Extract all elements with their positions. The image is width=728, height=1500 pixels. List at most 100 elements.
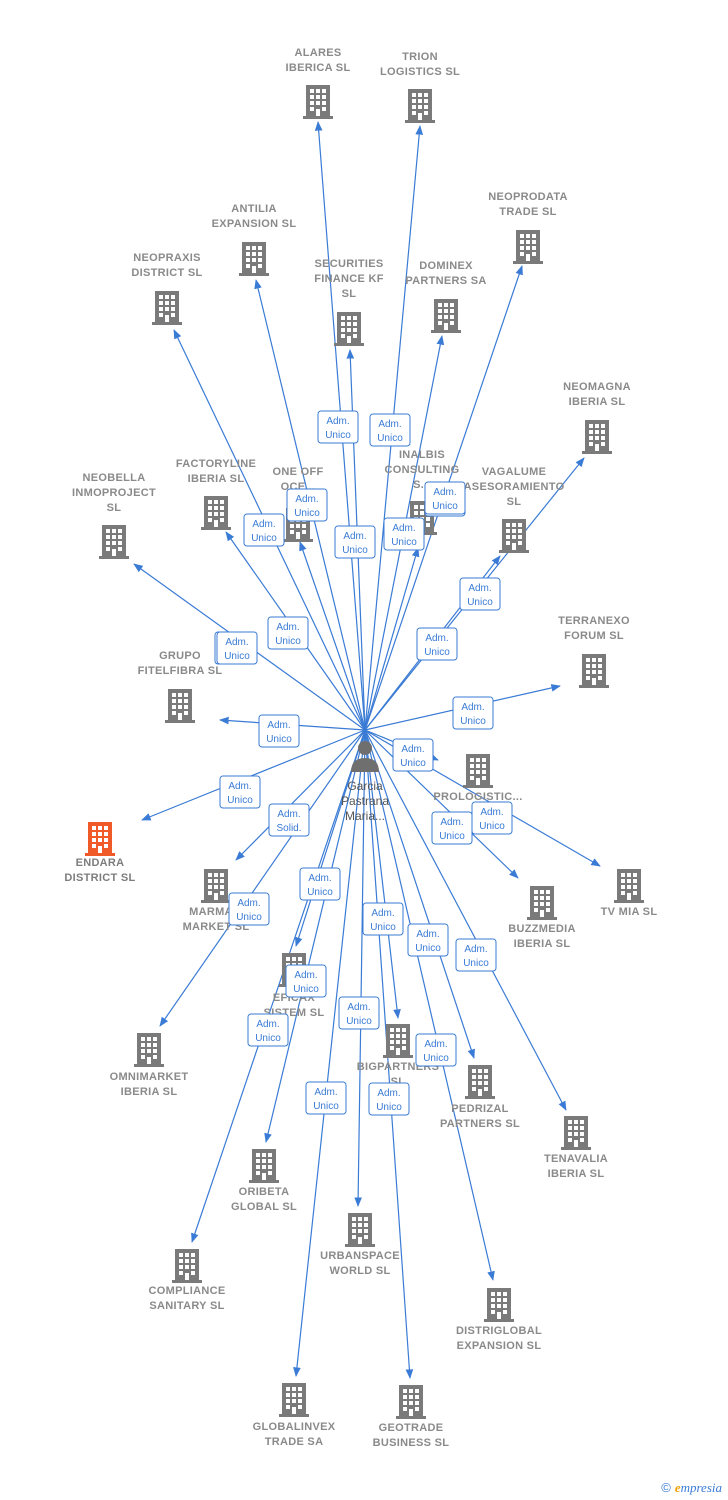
role-badge[interactable]: Adm.Unico (216, 631, 258, 665)
edge-compliance (191, 729, 366, 1243)
role-badge[interactable]: Adm.Unico (317, 410, 359, 444)
company-node-prologistic[interactable]: PROLOGISTIC... (433, 754, 522, 803)
building-icon (614, 869, 644, 903)
brand-initial: e (674, 1480, 681, 1495)
role-badge[interactable]: Adm.Unico (286, 488, 328, 522)
role-badge[interactable]: Adm.Unico (459, 577, 501, 611)
building-icon (249, 1149, 279, 1183)
role-badge[interactable]: Adm.Unico (228, 892, 270, 926)
role-badge[interactable]: Adm.Unico (416, 627, 458, 661)
badge-box (228, 892, 270, 926)
role-badge[interactable]: Adm.Unico (455, 938, 497, 972)
building-icon (405, 89, 435, 123)
company-label-line: PEDRIZAL (451, 1103, 508, 1115)
role-badge[interactable]: Adm.Unico (219, 775, 261, 809)
role-badge[interactable]: Adm.Unico (407, 923, 449, 957)
badge-text: Adm. (392, 523, 415, 534)
role-badge[interactable]: Adm.Unico (258, 714, 300, 748)
role-badge[interactable]: Adm.Unico (267, 616, 309, 650)
role-badge[interactable]: Adm.Unico (383, 517, 425, 551)
role-badge[interactable]: Adm.Unico (415, 1033, 457, 1067)
brand-logo: ©empresia (661, 1480, 722, 1496)
person-name-line: Maria... (345, 809, 385, 823)
role-badge[interactable]: Adm.Unico (305, 1081, 347, 1115)
badge-box (431, 811, 473, 845)
company-label-line: ALARES (294, 47, 341, 59)
building-icon (499, 519, 529, 553)
badge-text: Unico (463, 958, 489, 969)
role-badge[interactable]: Adm.Unico (368, 1082, 410, 1116)
role-badge[interactable]: Adm.Unico (424, 481, 466, 515)
role-badge[interactable]: Adm.Unico (431, 811, 473, 845)
badge-text: Adm. (276, 622, 299, 633)
role-badge[interactable]: Adm.Unico (285, 964, 327, 998)
badge-box (407, 923, 449, 957)
company-label-line: OMNIMARKET (110, 1071, 189, 1083)
badge-text: Unico (376, 1102, 402, 1113)
role-badge[interactable]: Adm.Unico (243, 513, 285, 547)
role-badge[interactable]: Adm.Unico (362, 902, 404, 936)
role-badge[interactable]: Adm.Unico (392, 738, 434, 772)
company-label-line: DISTRIGLOBAL (456, 1325, 542, 1337)
badge-text: Unico (227, 795, 253, 806)
badge-text: Unico (424, 647, 450, 658)
role-badge[interactable]: Adm.Unico (471, 801, 513, 835)
company-label-line: NEOPRAXIS (133, 252, 201, 264)
building-icon (431, 299, 461, 333)
company-node-distriglobal[interactable]: DISTRIGLOBAL EXPANSION SL (456, 1288, 542, 1352)
role-badge[interactable]: Adm.Unico (369, 413, 411, 447)
company-label-line: EXPANSION SL (457, 1340, 542, 1352)
role-badge[interactable]: Adm.Unico (452, 696, 494, 730)
role-badge[interactable]: Adm.Unico (299, 867, 341, 901)
edge-endara (141, 729, 366, 821)
company-label-line: ASESORAMIENTO (464, 481, 565, 493)
building-icon (152, 291, 182, 325)
badge-text: Unico (224, 651, 250, 662)
company-label-line: TV MIA SL (601, 906, 658, 918)
copyright-symbol: © (661, 1480, 671, 1495)
company-node-tvmia[interactable]: TV MIA SL (601, 869, 658, 918)
badge-text: Unico (266, 734, 292, 745)
company-label-line: WORLD SL (329, 1265, 390, 1277)
badge-box (416, 627, 458, 661)
role-badge[interactable]: Adm.Unico (338, 996, 380, 1030)
role-badge[interactable]: Adm.Unico (334, 525, 376, 559)
role-badge[interactable]: Adm.Solid. (268, 803, 310, 837)
role-badge[interactable]: Adm.Unico (247, 1013, 289, 1047)
building-icon (201, 496, 231, 530)
